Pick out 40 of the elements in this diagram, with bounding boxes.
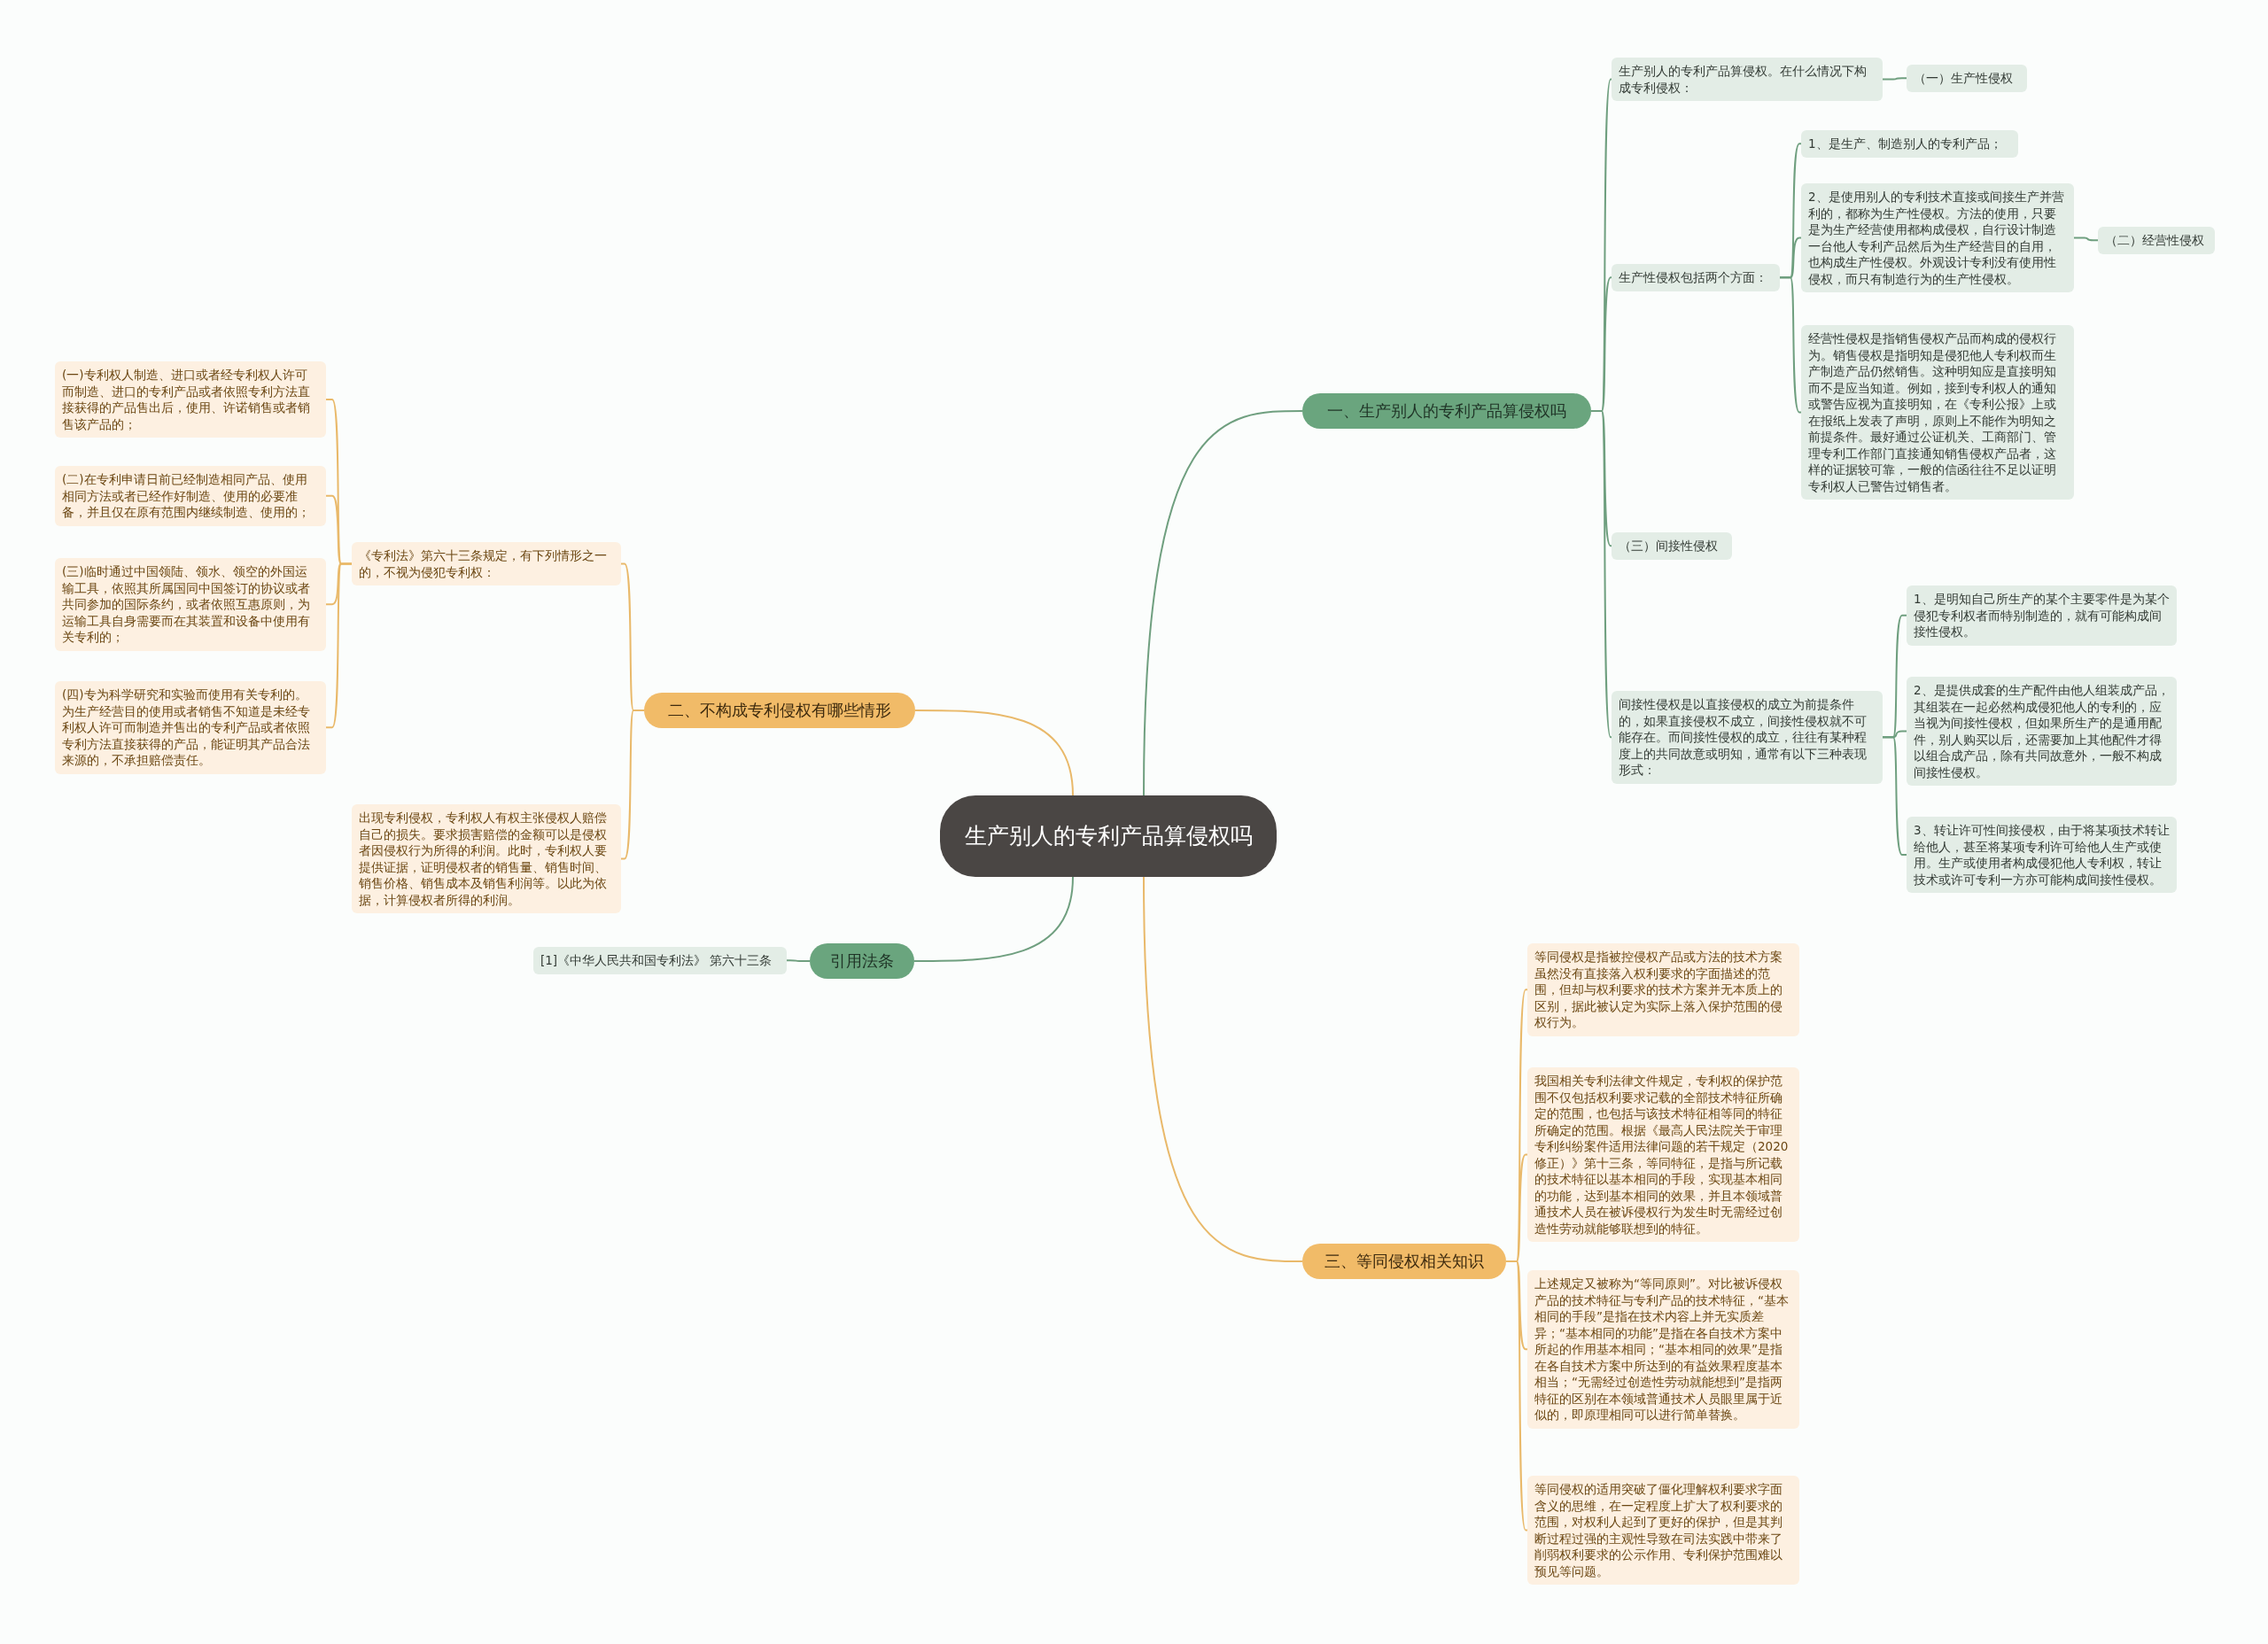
connector-line xyxy=(1882,736,1907,856)
topic-box: 上述规定又被称为“等同原则”。对比被诉侵权产品的技术特征与专利产品的技术特征，“基本相同的手段”是指在技术内容上并无实质差异；“基本相同的功能”是指在各自技术方案中所起的作用基本相同；“基本相同的效果”是指在各自技术方案中所达到的有益效果程度基本相当；“无需经过创造性劳动就能想到”是指两特征的区别在本领域普通技术人员眼里属于近似的，即原理相同可以进行简单替换。 xyxy=(1527,1270,1799,1429)
topic-box: 我国相关专利法律文件规定，专利权的保护范围不仅包括权利要求记载的全部技术特征所确定的范围，也包括与该技术特征相等同的特征所确定的范围。根据《最高人民法院关于审理专利纠纷案件适用法律问题的若干规定（2020修正）》第十三条，等同特征，是指与所记载的技术特征以基本相同的手段，实现基本相同的功能，达到基本相同的效果，并且本领域普通技术人员在被诉侵权行为发生时无需经过创造性劳动就能够联想到的特征。 xyxy=(1527,1067,1799,1242)
connector-line xyxy=(913,876,1074,962)
topic-box: （二）经营性侵权 xyxy=(2098,227,2215,254)
connector-line xyxy=(1882,77,1907,81)
topic-box: 间接性侵权是以直接侵权的成立为前提条件的，如果直接侵权不成立，间接性侵权就不可能存在。而间接性侵权的成立，往往有某种程度上的共同故意或明知，通常有以下三种表现形式： xyxy=(1612,691,1883,784)
connector-line xyxy=(2073,237,2099,242)
topic-box: （三）间接性侵权 xyxy=(1612,532,1732,560)
topic-box: 2、是使用别人的专利技术直接或间接生产并营利的，都称为生产性侵权。方法的使用，只要是为生产经营使用都构成侵权，自行设计制造一台他人专利产品然后为生产经营目的自用，也构成生产性侵权。外观设计专利没有使用性侵权，而只有制造行为的生产性侵权。 xyxy=(1801,183,2074,292)
connector-line xyxy=(620,710,645,860)
topic-box: 1、是生产、制造别人的专利产品； xyxy=(1801,130,2018,158)
topic-box: 生产性侵权包括两个方面： xyxy=(1612,264,1780,291)
connector-line xyxy=(1779,276,1802,414)
topic-box: 3、转让许可性间接侵权，由于将某项技术转让给他人，甚至将某项专利许可给他人生产或使用。生产或使用者构成侵犯他人专利权，转让技术或许可专利一方亦可能构成间接性侵权。 xyxy=(1907,817,2177,893)
connector-line xyxy=(1143,876,1303,1262)
connector-line xyxy=(786,959,811,962)
branch-topic: 一、生产别人的专利产品算侵权吗 xyxy=(1302,393,1591,429)
topic-box: (四)专为科学研究和实验而使用有关专利的。为生产经营目的使用或者销售不知道是未经专利权人许可而制造并售出的专利产品或者依照专利方法直接获得的产品，能证明其产品合法来源的，不承担赔偿责任。 xyxy=(55,681,326,774)
topic-box: 《专利法》第六十三条规定，有下列情形之一的，不视为侵犯专利权： xyxy=(352,542,621,585)
branch-topic: 三、等同侵权相关知识 xyxy=(1302,1244,1506,1279)
topic-box: (一)专利权人制造、进口或者经专利权人许可而制造、进口的专利产品或者依照专利方法直接获得的产品售出后，使用、许诺销售或者销售该产品的； xyxy=(55,361,326,438)
topic-box: 等同侵权的适用突破了僵化理解权利要求字面含义的思维，在一定程度上扩大了权利要求的范围，对权利人起到了更好的保护，但是其判断过程过强的主观性导致在司法实践中带来了削弱权利要求的公示作用、专利保护范围难以预见等问题。 xyxy=(1527,1476,1799,1585)
connector-line xyxy=(325,562,353,729)
topic-box: 1、是明知自己所生产的某个主要零件是为某个侵犯专利权者而特别制造的，就有可能构成间接性侵权。 xyxy=(1907,585,2177,646)
central-topic: 生产别人的专利产品算侵权吗 xyxy=(940,795,1277,877)
topic-box: （一）生产性侵权 xyxy=(1907,65,2027,92)
topic-box: 生产别人的专利产品算侵权。在什么情况下构成专利侵权： xyxy=(1612,58,1883,101)
topic-box: 经营性侵权是指销售侵权产品而构成的侵权行为。销售侵权是指明知是侵犯他人专利权而生产制造产品仍然销售。这种明知应是直接明知而不是应当知道。例如，接到专利权人的通知或警告应视为直接明知，在《专利公报》上或在报纸上发表了声明，原则上不能作为明知之前提条件。最好通过公证机关、工商部门、管理专利工作部门直接通知销售侵权产品者，这样的证据较可靠，一般的信函往往不足以证明专利权人已警告过销售者。 xyxy=(1801,325,2074,500)
topic-box: 出现专利侵权，专利权人有权主张侵权人赔偿自己的损失。要求损害赔偿的金额可以是侵权者因侵权行为所得的利润。此时，专利权人要提供证据，证明侵权者的销售量、销售时间、销售价格、销售成本及销售利润等。以此为依据，计算侵权者所得的利润。 xyxy=(352,804,621,913)
topic-box: (三)临时通过中国领陆、领水、领空的外国运输工具，依照其所属国同中国签订的协议或者共同参加的国际条约，或者依照互惠原则，为运输工具自身需要而在其装置和设备中使用有关专利的； xyxy=(55,558,326,651)
topic-box: 2、是提供成套的生产配件由他人组装成产品，其组装在一起必然构成侵犯他人的专利的，应当视为间接性侵权，但如果所生产的是通用配件，别人购买以后，还需要加上其他配件才得以组合成产品，除有共同故意外，一般不构成间接性侵权。 xyxy=(1907,677,2177,786)
topic-box: 等同侵权是指被控侵权产品或方法的技术方案虽然没有直接落入权利要求的字面描述的范围，但却与权利要求的技术方案并无本质上的区别，据此被认定为实际上落入保护范围的侵权行为。 xyxy=(1527,943,1799,1036)
connector-line xyxy=(914,710,1074,796)
connector-line xyxy=(1143,410,1303,796)
topic-box: [1]《中华人民共和国专利法》 第六十三条 xyxy=(533,947,787,974)
topic-box: (二)在专利申请日前已经制造相同产品、使用相同方法或者已经作好制造、使用的必要准备，并且仅在原有范围内继续制造、使用的； xyxy=(55,466,326,526)
connector-line xyxy=(1505,1260,1528,1532)
branch-topic: 引用法条 xyxy=(810,943,914,979)
branch-topic: 二、不构成专利侵权有哪些情形 xyxy=(644,693,915,728)
